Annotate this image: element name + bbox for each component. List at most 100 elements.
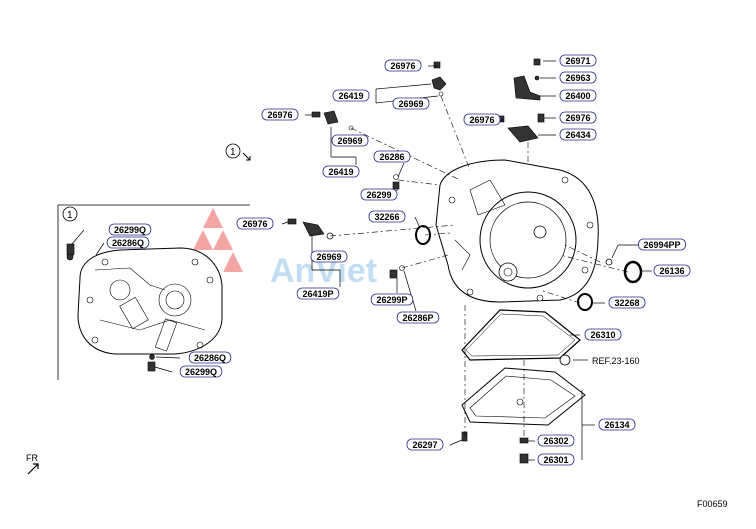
- callout-text: 26419P: [302, 289, 333, 299]
- callout-26136: 26136: [653, 264, 691, 277]
- callout-frame: [360, 188, 398, 201]
- callout-text: 26286Q: [194, 353, 226, 363]
- callout-text: 26971: [565, 56, 590, 66]
- callout-32268: 32268: [608, 296, 646, 309]
- callout-frame: [559, 128, 597, 141]
- callout-frame: [559, 54, 597, 67]
- callout-frame: [368, 210, 406, 223]
- leader-lines: [71, 60, 652, 461]
- callout-26286q: 26286Q: [106, 236, 150, 249]
- bolt-26297: [461, 431, 468, 442]
- callout-frame: [322, 165, 360, 178]
- detail-inset: 1: [57, 204, 250, 380]
- washer-26302: [519, 437, 529, 444]
- washer-26286: [393, 174, 399, 180]
- callout-text: 26310: [590, 330, 615, 340]
- callout-frame: [331, 134, 369, 147]
- detail-marker-inset: 1: [67, 210, 73, 221]
- callout-text: 32268: [614, 298, 639, 308]
- callout-text: 26286P: [402, 313, 433, 323]
- callout-26971: 26971: [559, 54, 597, 67]
- callout-text: 26302: [543, 436, 568, 446]
- callout-frame: [608, 296, 646, 309]
- callout-26419: 26419: [332, 89, 370, 102]
- callout-26419: 26419: [322, 165, 360, 178]
- sensor-26434: [496, 113, 545, 143]
- callout-text: 26419: [328, 167, 353, 177]
- callout-text: 26419: [338, 91, 363, 101]
- callout-frame: [373, 150, 411, 163]
- callout-frame: [296, 287, 340, 300]
- callout-26299: 26299: [360, 188, 398, 201]
- callout-frame: [188, 351, 232, 364]
- callout-text: 26301: [543, 455, 568, 465]
- callout-frame: [332, 89, 370, 102]
- callout-text: 26963: [565, 73, 590, 83]
- callout-text: 26434: [565, 130, 590, 140]
- callout-text: 26299P: [376, 295, 407, 305]
- seal-32268: [577, 293, 593, 311]
- transmission-housing: [435, 159, 599, 303]
- callout-26299q: 26299Q: [108, 223, 152, 236]
- callout-26299p: 26299P: [370, 293, 414, 306]
- callout-frame: [261, 108, 299, 121]
- callout-26969: 26969: [310, 250, 348, 263]
- callout-frame: [370, 293, 414, 306]
- front-direction-indicator: FR: [26, 453, 39, 475]
- callout-text: 26286Q: [112, 238, 144, 248]
- callout-26969: 26969: [331, 134, 369, 147]
- sensor-26419-top: [431, 61, 447, 97]
- callout-text: 26297: [412, 440, 437, 450]
- oil-pan-gasket: [461, 309, 581, 361]
- callout-text: 26286: [379, 152, 404, 162]
- plug-26299p: [389, 269, 398, 279]
- callout-text: 26976: [242, 219, 267, 229]
- ref-label: REF.23-160: [592, 356, 640, 366]
- callout-frame: [384, 59, 422, 72]
- sensor-26419p: [287, 218, 334, 240]
- callout-frame: [537, 453, 575, 466]
- callout-frame: [108, 223, 152, 236]
- callout-frame: [179, 365, 223, 378]
- o-ring-26994pp: [605, 258, 613, 266]
- callout-text: 26400: [565, 91, 590, 101]
- callout-26434: 26434: [559, 128, 597, 141]
- callout-text: 26969: [337, 136, 362, 146]
- fr-label: FR: [26, 453, 38, 463]
- callout-26976: 26976: [463, 113, 501, 126]
- sensor-26419-left: [311, 110, 354, 131]
- bolt-26301: [519, 453, 529, 464]
- callout-frame: [463, 113, 501, 126]
- callout-frame: [598, 418, 636, 431]
- callout-frame: [653, 264, 691, 277]
- callout-text: 26994PP: [643, 240, 680, 250]
- callout-26286q: 26286Q: [188, 351, 232, 364]
- callout-26976: 26976: [236, 217, 274, 230]
- callout-frame: [584, 328, 622, 341]
- callout-frame: [396, 311, 440, 324]
- callout-26400: 26400: [559, 89, 597, 102]
- callout-frame: [406, 438, 444, 451]
- callout-frame: [638, 238, 687, 251]
- callout-text: 26976: [390, 61, 415, 71]
- callout-text: 26969: [316, 252, 341, 262]
- callout-frame: [559, 89, 597, 102]
- diagram-id: F00659: [697, 499, 728, 509]
- callout-26310: 26310: [584, 328, 622, 341]
- callout-text: 26134: [604, 420, 629, 430]
- callout-26963: 26963: [559, 71, 597, 84]
- callout-26976: 26976: [384, 59, 422, 72]
- seal-26136: [623, 260, 643, 284]
- callout-frame: [537, 434, 575, 447]
- callout-text: 26299Q: [114, 225, 146, 235]
- callout-text: 32266: [374, 212, 399, 222]
- bracket-26400: [513, 58, 541, 101]
- detail-marker-main: 1: [230, 147, 236, 158]
- seal-32266: [415, 225, 431, 245]
- callout-frame: [106, 236, 150, 249]
- callout-text: 26969: [398, 99, 423, 109]
- callout-26969: 26969: [392, 97, 430, 110]
- callout-text: 26299Q: [185, 367, 217, 377]
- callout-26302: 26302: [537, 434, 575, 447]
